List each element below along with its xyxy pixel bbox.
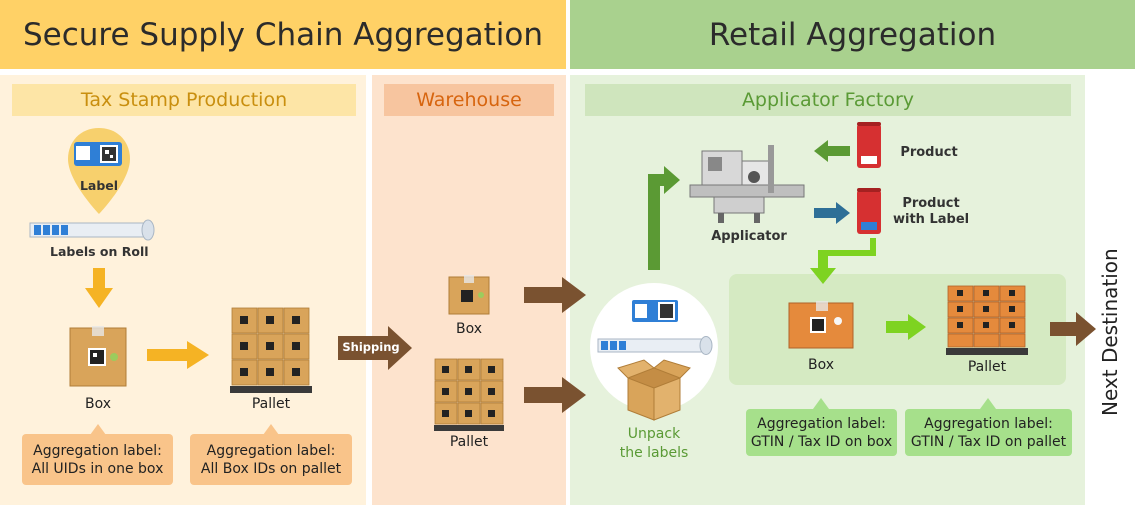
banner-right-title: Retail Aggregation xyxy=(708,16,997,53)
arrow-right-icon xyxy=(886,314,926,340)
header-applicator-factory: Applicator Factory xyxy=(585,84,1071,116)
pallet-icon xyxy=(230,307,312,393)
note-gtin-on-box: Aggregation label: GTIN / Tax ID on box xyxy=(746,409,897,456)
shipping-caption: Shipping xyxy=(342,340,400,354)
panel-tax-stamp xyxy=(0,75,366,505)
header-tax-stamp-production: Tax Stamp Production xyxy=(12,84,356,116)
pallet-icon xyxy=(434,358,504,431)
arrow-down-left-icon xyxy=(810,238,876,284)
product-caption: Product xyxy=(900,145,958,160)
note-gtin-on-pallet: Aggregation label: GTIN / Tax ID on pall… xyxy=(905,409,1072,456)
label-icon xyxy=(632,300,678,322)
factory-pallet-caption: Pallet xyxy=(967,359,1007,375)
note-all-box-ids-on-pallet: Aggregation label: All Box IDs on pallet xyxy=(190,434,352,485)
arrow-right-icon xyxy=(524,377,586,413)
warehouse-pallet-caption: Pallet xyxy=(449,434,489,450)
header-warehouse: Warehouse xyxy=(384,84,554,116)
product-can-icon xyxy=(857,122,881,168)
banner-left-title: Secure Supply Chain Aggregation xyxy=(22,16,544,53)
box-icon xyxy=(69,326,127,387)
label-roll-icon xyxy=(597,336,713,355)
arrow-right-icon xyxy=(1050,312,1096,346)
product-can-icon xyxy=(857,188,881,234)
banner-secure-supply-chain: Secure Supply Chain Aggregation xyxy=(0,0,566,69)
open-box-icon xyxy=(617,359,691,421)
arrow-right-icon xyxy=(524,277,586,313)
label-pin-icon xyxy=(68,128,130,214)
pallet-caption: Pallet xyxy=(251,396,291,412)
pallet-icon xyxy=(946,285,1028,355)
note-pointer-icon xyxy=(813,398,829,409)
box-caption: Box xyxy=(84,396,112,412)
label-pin-caption: Label xyxy=(79,178,119,193)
label-roll-icon xyxy=(29,219,155,241)
unpack-caption: Unpack the labels xyxy=(619,426,689,461)
box-icon xyxy=(448,275,490,315)
note-pointer-icon xyxy=(90,424,106,435)
banner-retail-aggregation: Retail Aggregation xyxy=(570,0,1135,69)
shipping-arrow-icon xyxy=(338,326,412,370)
arrow-down-icon xyxy=(85,268,113,308)
factory-box-caption: Box xyxy=(807,357,835,373)
next-destination-label: Next Destination xyxy=(1098,248,1122,416)
box-icon xyxy=(788,301,854,349)
note-pointer-icon xyxy=(263,424,279,435)
arrow-left-icon xyxy=(814,140,850,162)
arrow-right-icon xyxy=(147,341,209,369)
product-with-label-caption: Product with Label xyxy=(893,196,970,227)
note-pointer-icon xyxy=(980,398,996,409)
note-all-uids-in-box: Aggregation label: All UIDs in one box xyxy=(22,434,173,485)
applicator-machine-icon xyxy=(689,145,805,223)
warehouse-box-caption: Box xyxy=(455,321,483,337)
arrow-up-right-icon xyxy=(648,166,680,270)
arrow-right-icon xyxy=(814,202,850,224)
applicator-caption: Applicator xyxy=(711,229,787,244)
labels-on-roll-caption: Labels on Roll xyxy=(50,244,149,259)
